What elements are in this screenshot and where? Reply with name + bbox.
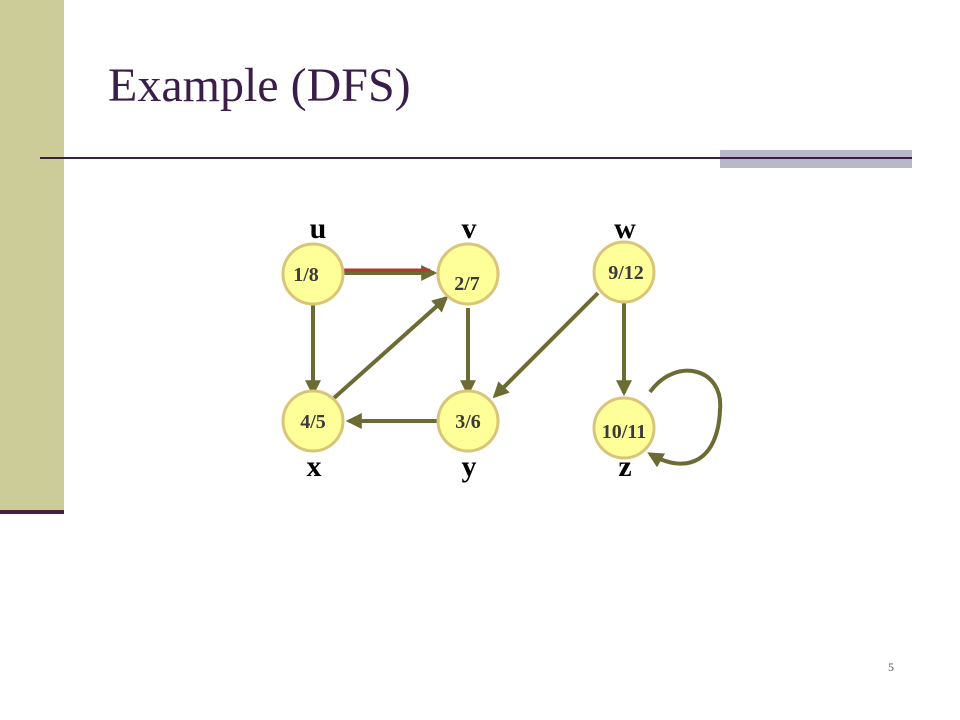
vertex-z-times: 10/11 (602, 421, 646, 443)
vertex-w-label: w (614, 212, 636, 245)
edge-w-y (492, 291, 600, 399)
vertex-w: w 9/12 (592, 212, 656, 304)
vertex-v-times: 2/7 (454, 273, 480, 295)
vertex-v: v 2/7 (436, 212, 500, 306)
vertex-z-label: z (618, 450, 631, 483)
vertex-w-circle (592, 240, 656, 304)
vertex-v-circle (436, 242, 500, 306)
vertex-y-label: y (462, 450, 477, 483)
vertex-y-times: 3/6 (455, 411, 481, 433)
vertex-x-circle (281, 389, 345, 453)
vertex-x-label: x (307, 450, 322, 483)
vertex-z: 10/11 z (592, 396, 656, 483)
edge-x-v (332, 295, 449, 400)
vertex-u-label: u (310, 212, 327, 245)
vertex-u-circle (281, 242, 345, 306)
title-rule (40, 157, 912, 159)
vertex-z-circle (592, 396, 656, 460)
vertex-x: 4/5 x (281, 389, 345, 483)
edges (305, 265, 723, 468)
sidebar-decoration (0, 0, 64, 512)
page-number: 5 (888, 660, 894, 674)
title-rule-accent (720, 150, 912, 168)
edge-z-z-self-loop (647, 368, 723, 468)
vertex-u: u 1/8 (281, 212, 345, 306)
vertex-y-circle (436, 389, 500, 453)
slide-title: Example (DFS) (108, 59, 411, 112)
vertex-y: 3/6 y (436, 389, 500, 483)
vertex-w-times: 9/12 (608, 262, 644, 284)
vertex-x-times: 4/5 (300, 411, 326, 433)
sidebar-foot-decoration (0, 510, 64, 514)
vertex-u-times: 1/8 (293, 264, 319, 286)
title-rule-accent-line (720, 157, 912, 159)
vertex-v-label: v (462, 212, 477, 245)
